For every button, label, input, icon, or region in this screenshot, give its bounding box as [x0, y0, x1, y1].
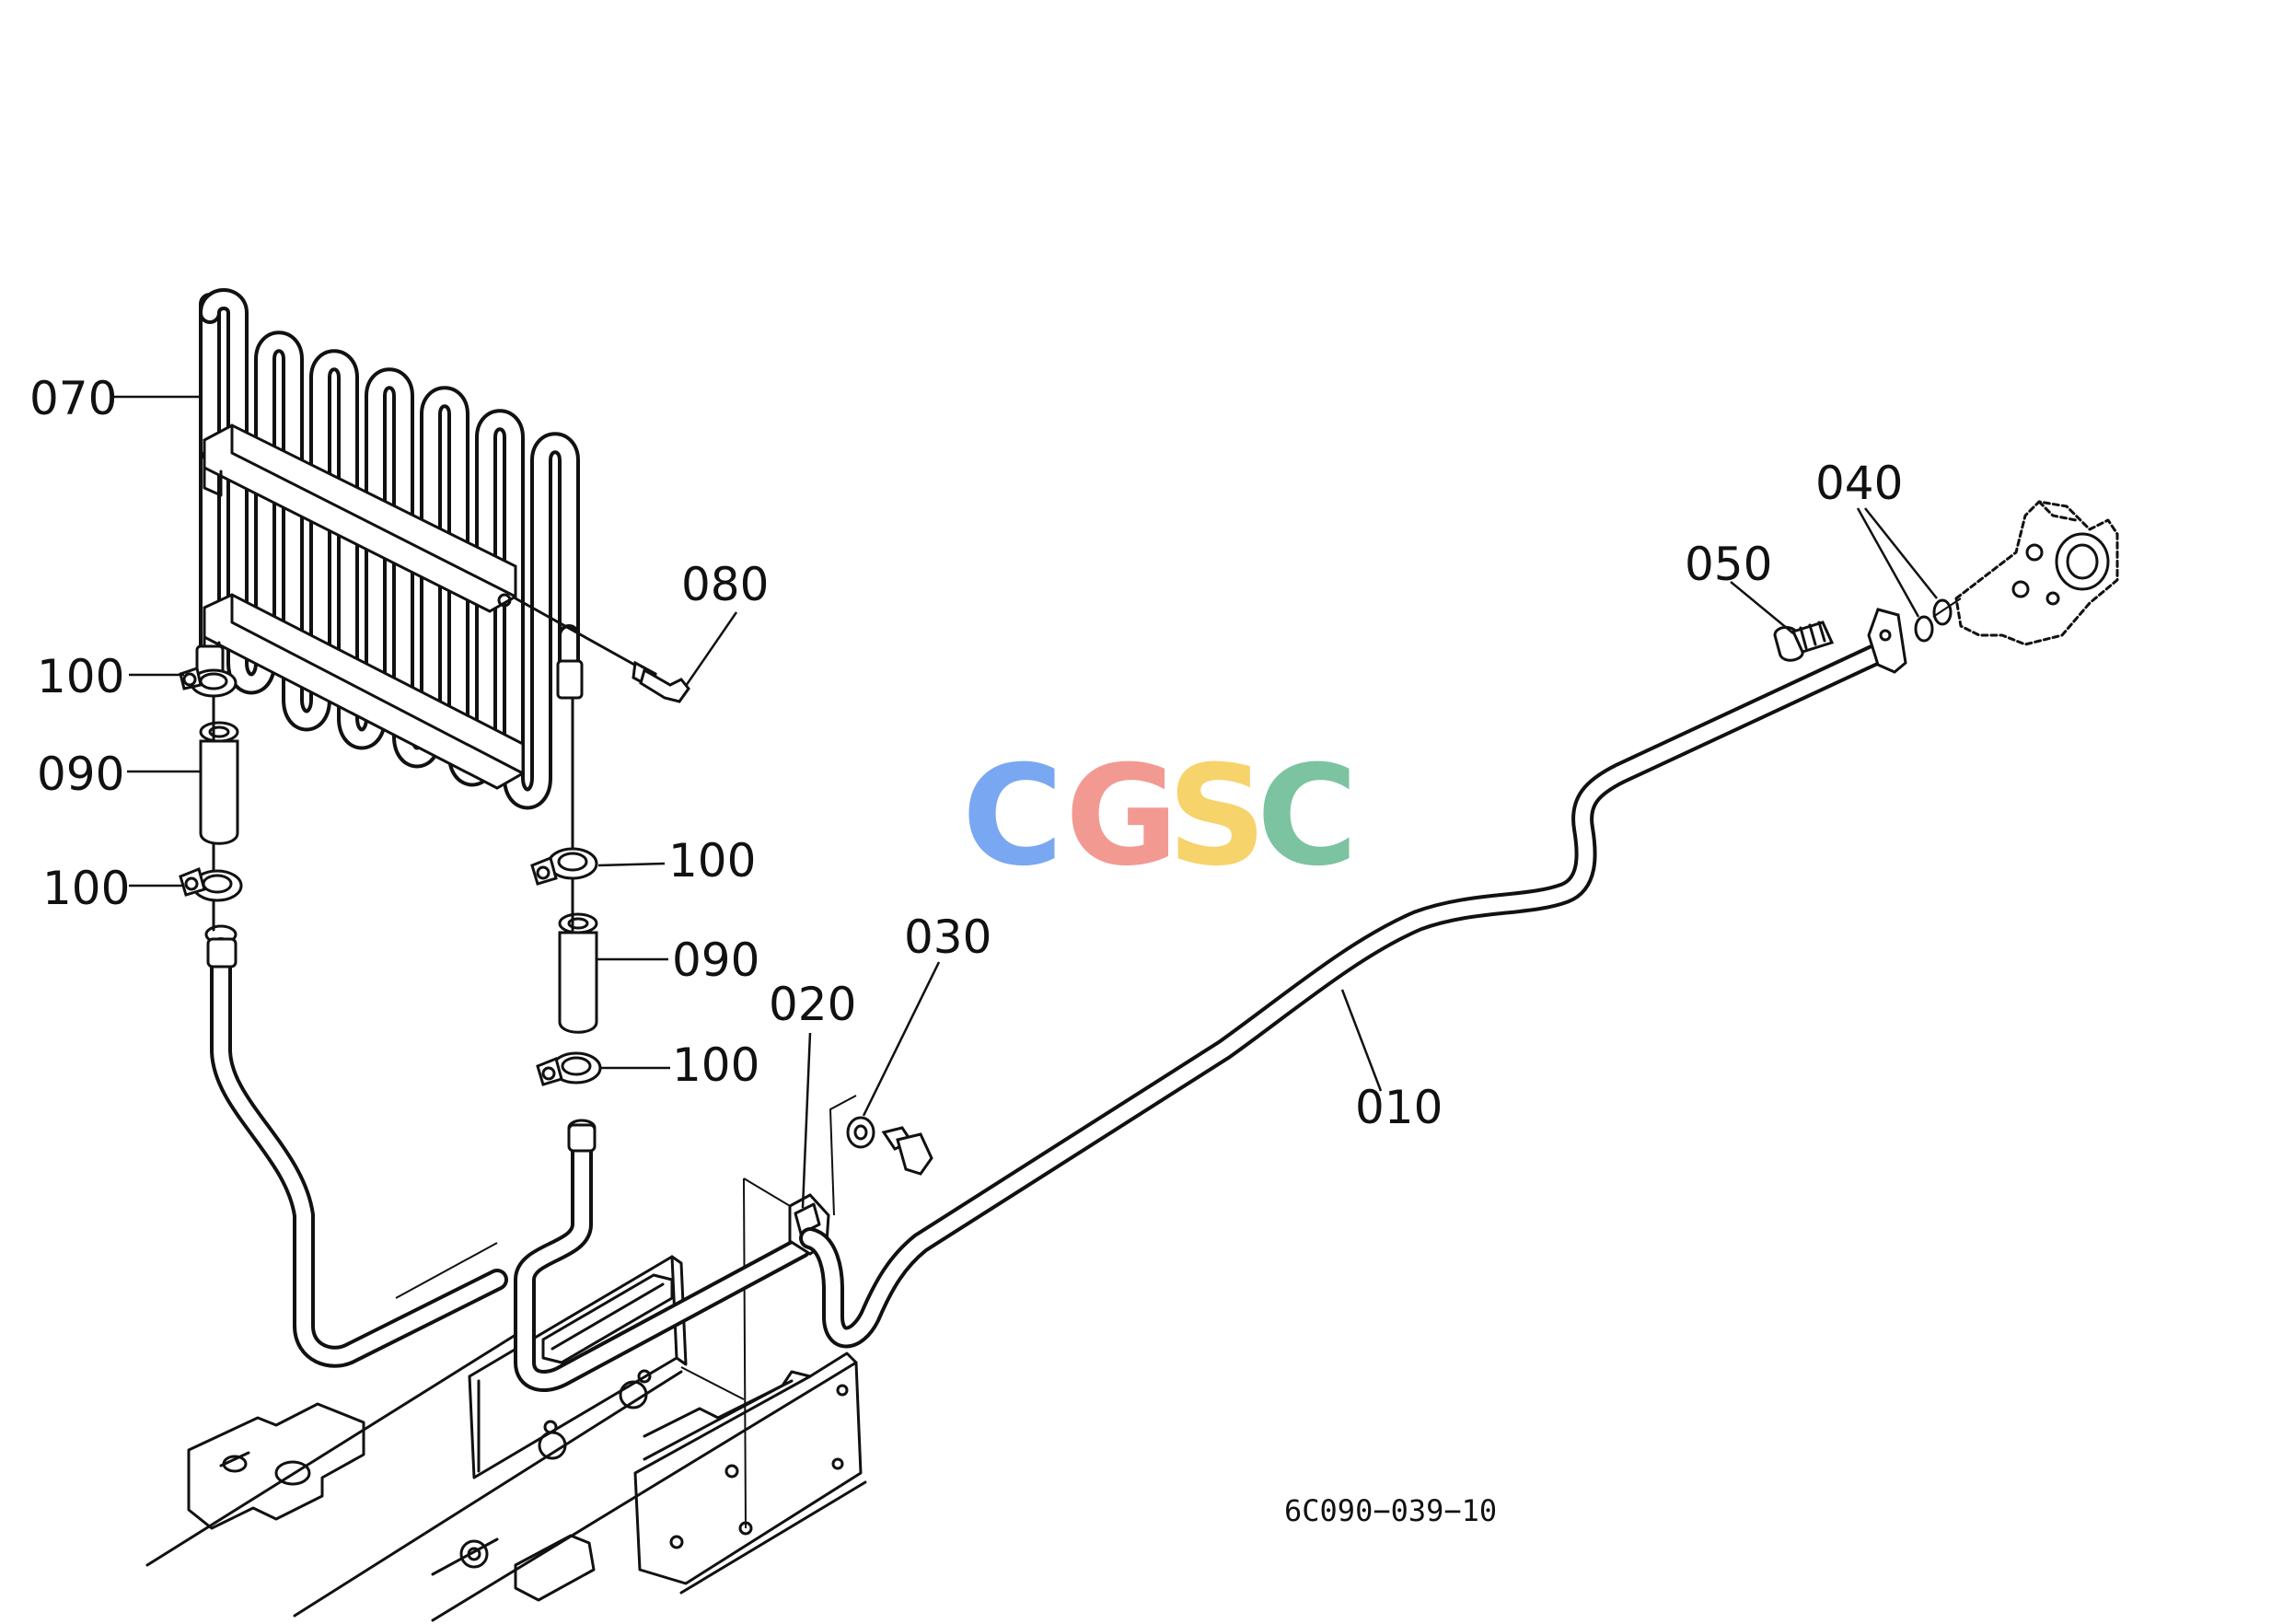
hose-clamp-lower-right [536, 1051, 602, 1086]
banjo-bolt-050 [1773, 621, 1835, 662]
hose-090-right [558, 912, 598, 1034]
hose-clamp-upper-left [179, 667, 238, 698]
callout-090-left: 090 [37, 748, 124, 801]
hose-clamp-upper-right [530, 847, 598, 886]
callout-080: 080 [681, 558, 769, 611]
callout-010: 010 [1355, 1081, 1443, 1134]
right-hose-assembly [514, 696, 812, 1392]
callout-050: 050 [1685, 538, 1772, 591]
drawing-code: 6C090−039−10 [1284, 1493, 1497, 1528]
callout-100-lower-left: 100 [42, 862, 130, 915]
callout-020: 020 [769, 978, 856, 1031]
bolt-080 [514, 597, 690, 703]
callout-100-lower-right: 100 [672, 1038, 759, 1092]
callout-090-right: 090 [672, 934, 759, 987]
watermark-letter-c1: C [962, 737, 1063, 897]
callout-070: 070 [29, 372, 117, 425]
pump-housing [1932, 500, 2119, 646]
oil-cooler [195, 288, 584, 810]
hose-090-left [199, 721, 239, 845]
callout-030: 030 [904, 911, 991, 964]
o-rings-040 [1914, 598, 1953, 643]
callouts: 070 080 100 090 100 100 090 100 020 030 … [29, 372, 1903, 1528]
watermark-letter-c2: C [1257, 737, 1358, 897]
bolt-washer-030 [829, 1095, 933, 1216]
hose-clamp-lower-left [179, 866, 243, 902]
main-pipe-010 [799, 608, 1907, 1349]
callout-040: 040 [1815, 457, 1903, 510]
callout-100-upper-right: 100 [668, 834, 756, 887]
watermark-letter-s: S [1167, 737, 1267, 897]
watermark-logo: C G S C [962, 737, 1358, 897]
frame-structure [145, 1177, 867, 1622]
leader-lines [112, 395, 1938, 1209]
left-hose-assembly [179, 667, 508, 1368]
watermark-letter-g: G [1065, 737, 1178, 897]
callout-100-upper-left: 100 [37, 650, 124, 703]
